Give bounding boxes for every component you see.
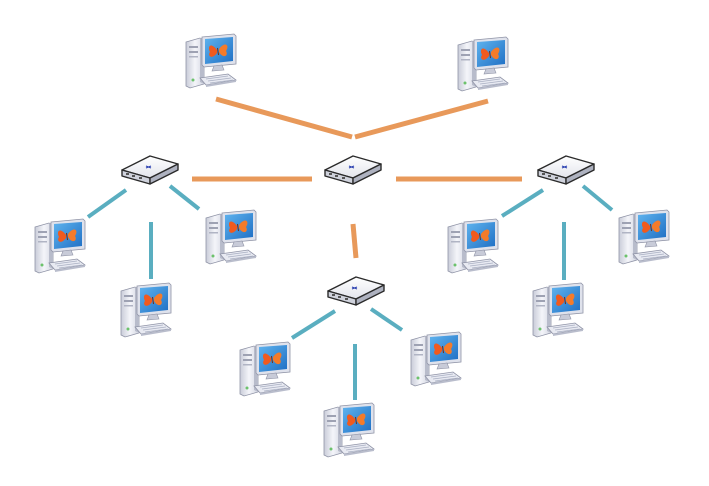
network-switch-icon <box>324 155 382 185</box>
desktop-computer-icon <box>239 341 291 397</box>
desktop-computer-icon <box>185 33 237 89</box>
network-switch-icon <box>537 155 595 185</box>
network-switch-icon <box>121 155 179 185</box>
desktop-computer-icon <box>34 218 86 274</box>
link-hub-bottom-to-core <box>350 223 359 259</box>
desktop-computer-icon <box>532 282 584 338</box>
backbone-links <box>192 96 522 259</box>
computers <box>34 33 670 458</box>
link-hub-right-to-pc-right-3 <box>581 184 614 212</box>
desktop-computer-icon <box>205 209 257 265</box>
link-hub-bottom-to-pc-bottom-3 <box>369 307 404 332</box>
desktop-computer-icon <box>323 402 375 458</box>
desktop-computer-icon <box>457 36 509 92</box>
desktop-computer-icon <box>447 218 499 274</box>
link-pc-top-left-to-core <box>215 96 353 140</box>
desktop-computer-icon <box>120 282 172 338</box>
link-pc-top-right-to-core <box>354 98 489 140</box>
network-switch-icon <box>327 276 385 306</box>
link-hub-left-to-pc-left-3 <box>168 184 201 211</box>
desktop-computer-icon <box>618 209 670 265</box>
link-hub-right-to-pc-right-1 <box>500 188 545 218</box>
link-hub-bottom-to-pc-bottom-1 <box>290 309 337 340</box>
access-links <box>86 184 614 400</box>
link-hub-left-to-pc-left-1 <box>86 188 128 219</box>
desktop-computer-icon <box>410 331 462 387</box>
